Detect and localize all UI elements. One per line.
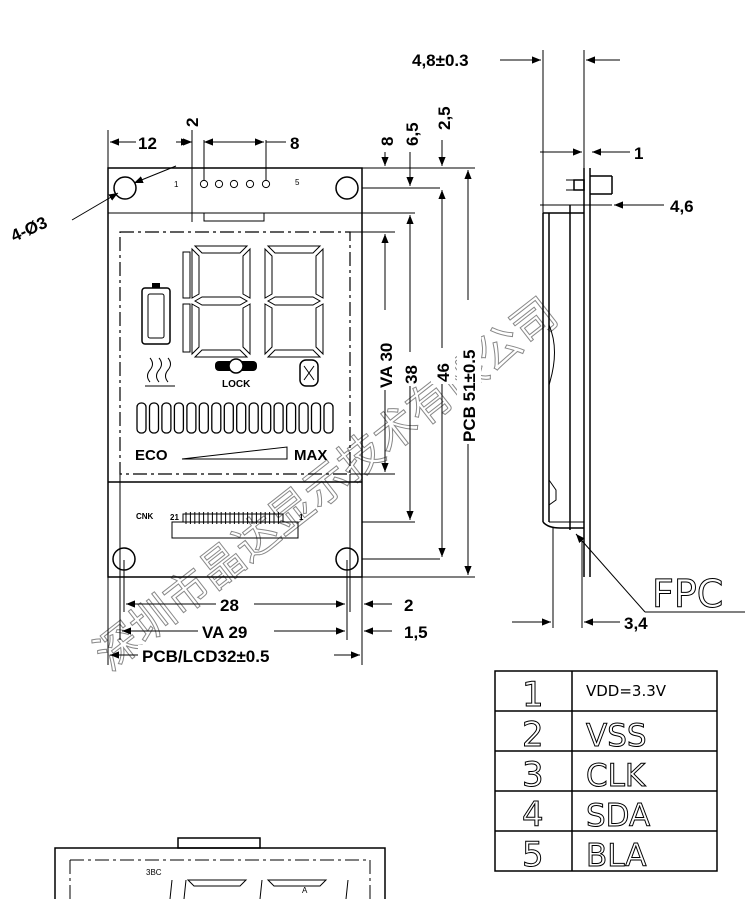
bar-segment: [298, 402, 309, 434]
fpc-label: FPC: [652, 572, 723, 616]
dim-va-width: VA 29: [202, 623, 247, 642]
bar-segment: [161, 402, 172, 434]
heat-icon: [145, 357, 175, 387]
bar-segment: [186, 402, 197, 434]
level-wedge: [181, 446, 288, 460]
bar-segment: [273, 402, 284, 434]
front-view: 1 5: [8, 106, 481, 666]
pcb-outline: [107, 167, 363, 578]
pin-row-2-name: VSS: [586, 718, 647, 754]
dim-pcb-width: PCB/LCD32±0.5: [142, 647, 269, 666]
bar-segment: [211, 402, 222, 434]
bar-segment: [173, 402, 185, 434]
dim-pin-offset: 4,6: [670, 197, 694, 216]
pin-first-label: 1: [174, 180, 179, 189]
bar-segment: [261, 402, 272, 434]
pin-row-2-num: 2: [522, 715, 544, 755]
bar-segment-row: [136, 402, 334, 434]
pin-row-1-name: VDD=3.3V: [586, 682, 667, 700]
bar-segment: [310, 402, 322, 434]
dim-va-height: VA 30: [377, 343, 396, 388]
bar-segment: [248, 402, 259, 434]
dim-hole-spacing: 28: [220, 596, 239, 615]
battery-icon: [141, 283, 171, 345]
pin-row-4-name: SDA: [586, 798, 650, 834]
dim-pin-length: 1: [634, 144, 643, 163]
bar-segment: [198, 402, 209, 434]
bar-segment: [323, 402, 334, 434]
dim-left-pin-offset: 12: [138, 134, 157, 153]
pin-row-3-num: 3: [522, 755, 544, 795]
dim-pin-span: 8: [290, 134, 299, 153]
bar-segment: [148, 402, 160, 434]
digit-2: [264, 245, 324, 358]
bar-segment: [136, 402, 147, 434]
dim-glass-height: 46: [434, 363, 453, 382]
pin-row-5-name: BLA: [586, 838, 646, 874]
partial-seg-label: A: [302, 886, 308, 895]
dim-top-to-pin: 8: [378, 137, 397, 146]
side-view: 4,8±0.3 1 4,6 3,4 FPC: [412, 50, 745, 633]
mount-hole-top-left: [113, 176, 137, 200]
dim-top-to-pin2: 6,5: [403, 122, 422, 146]
connector-name: CNK: [136, 512, 154, 521]
glass-tab: [203, 212, 265, 222]
bar-segment: [285, 402, 297, 434]
dim-hole-right: 2: [404, 596, 413, 615]
fan-icon: [299, 359, 319, 387]
pin-row-5-num: 5: [522, 835, 544, 875]
dim-hole-label: 4-Ø3: [8, 213, 50, 246]
dim-fpc-thickness: 3,4: [624, 614, 648, 633]
connector-pin-last: 1: [299, 513, 304, 522]
pin-row: 1 5: [174, 178, 300, 189]
pin-row-4-num: 4: [522, 795, 544, 835]
dim-top-to-hole: 2,5: [435, 106, 454, 130]
pin-row-3-name: CLK: [586, 758, 646, 794]
bottom-partial-view: 3BC A: [54, 837, 386, 899]
dim-pin-gap: 2: [183, 118, 202, 127]
fpc-connector: CNK 21 1: [136, 512, 304, 539]
side-pin-header: [573, 179, 585, 191]
lock-icon: LOCK: [215, 358, 257, 390]
dim-thickness: 4,8±0.3: [412, 51, 469, 70]
watermark-text: 深圳市晶达显示技术有限公司: [85, 288, 567, 680]
lock-label: LOCK: [222, 379, 251, 390]
eco-label: ECO: [135, 447, 168, 464]
digit-1: [182, 245, 251, 358]
viewing-area: [119, 231, 351, 475]
pin-last-label: 5: [295, 178, 300, 187]
dim-va-right: 1,5: [404, 623, 428, 642]
dim-pcb-height: PCB 51±0.5: [460, 350, 479, 443]
dim-lcd-height: 38: [402, 365, 421, 384]
pin-row-1-num: 1: [522, 675, 544, 715]
bar-segment: [223, 402, 234, 434]
watermark: 深圳市晶达显示技术有限公司: [85, 288, 568, 681]
pin-table: 1 VDD=3.3V 2 VSS 3 CLK 4 SDA 5 BLA: [494, 670, 718, 876]
bar-segment: [236, 402, 247, 434]
connector-pin-first: 21: [170, 513, 179, 522]
max-label: MAX: [294, 447, 327, 464]
mount-hole-top-right: [335, 176, 359, 200]
partial-label: 3BC: [146, 868, 162, 877]
